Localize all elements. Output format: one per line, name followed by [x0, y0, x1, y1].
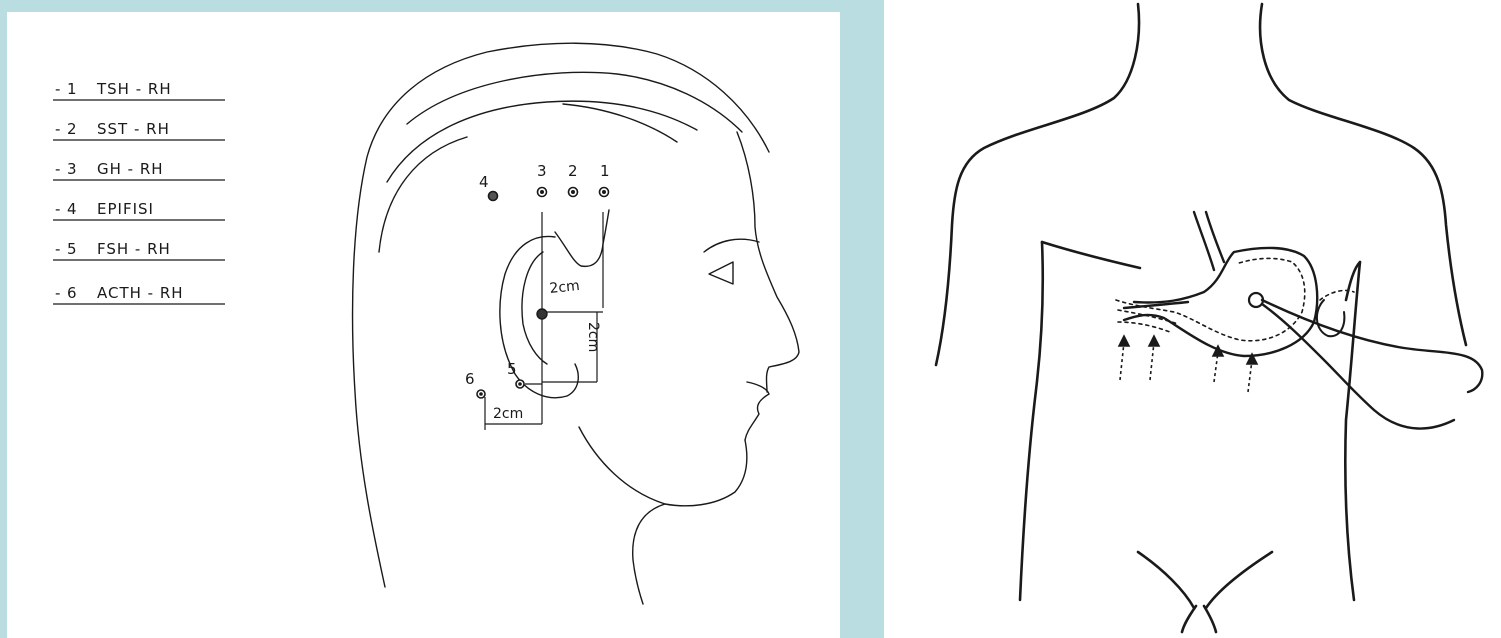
esophagus: [1194, 212, 1224, 270]
legend-number: 4: [67, 200, 78, 218]
legend-label: FSH - RH: [97, 240, 171, 258]
point-center-ear: [537, 309, 547, 319]
hair-strand: [563, 104, 677, 142]
eyebrow: [704, 239, 759, 252]
legend-dash: -: [55, 120, 61, 138]
point-2: 2: [568, 162, 578, 197]
head-diagram-panel: - 1 TSH - RH - 2 SST - RH - 3 GH - RH - …: [7, 12, 840, 638]
probe-cable-1: [1262, 304, 1454, 429]
hair-strand: [379, 137, 467, 252]
ear-inner: [522, 252, 547, 364]
point-6: 6: [465, 370, 485, 398]
legend: - 1 TSH - RH - 2 SST - RH - 3 GH - RH - …: [53, 80, 225, 304]
head-outline: [353, 43, 799, 604]
lips: [745, 382, 769, 440]
legend-dash: -: [55, 200, 61, 218]
legend-item-5: - 5 FSH - RH: [53, 240, 225, 260]
dimension-label-lower: 2cm: [493, 406, 523, 422]
point-number: 4: [479, 173, 489, 191]
sideburn: [555, 210, 609, 266]
arrow: [1149, 336, 1159, 380]
torso-outline: [936, 4, 1466, 632]
legend-label: SST - RH: [97, 120, 170, 138]
dimension-label-upper: 2cm: [549, 278, 581, 297]
right-side: [1345, 262, 1360, 600]
legend-dash: -: [55, 240, 61, 258]
pubic-lines: [1182, 606, 1216, 632]
point-center: [602, 190, 606, 194]
chin-neck: [633, 440, 747, 604]
face-profile: [737, 132, 799, 392]
point-number: 1: [600, 162, 610, 180]
point-4: 4: [479, 173, 498, 201]
legend-number: 3: [67, 160, 78, 178]
head-back-line: [353, 43, 769, 587]
jaw-line: [579, 427, 665, 504]
legend-label: EPIFISI: [97, 200, 154, 218]
legend-label: GH - RH: [97, 160, 164, 178]
point-1: 1: [600, 162, 610, 197]
point-center: [571, 190, 575, 194]
legend-label: ACTH - RH: [97, 284, 184, 302]
legend-dash: -: [55, 80, 61, 98]
arrow: [1213, 346, 1223, 382]
stomach-inner-dashed: [1116, 258, 1305, 340]
legend-number: 1: [67, 80, 78, 98]
dashed-lines: [1118, 310, 1178, 332]
point-center: [518, 382, 522, 386]
dimension-label-vertical: 2cm: [585, 322, 601, 352]
measurement-lines: [485, 212, 603, 430]
legend-label: TSH - RH: [96, 80, 172, 98]
point-number: 3: [537, 162, 547, 180]
point-marker: [537, 309, 547, 319]
legend-item-4: - 4 EPIFISI: [53, 200, 225, 220]
arrow: [1247, 354, 1257, 392]
legend-number: 5: [67, 240, 78, 258]
eye: [709, 262, 733, 284]
arrow: [1119, 336, 1129, 380]
point-center: [479, 392, 483, 396]
probe: [1249, 293, 1482, 429]
right-shoulder: [1260, 4, 1466, 345]
legend-item-6: - 6 ACTH - RH: [53, 284, 225, 304]
point-3: 3: [537, 162, 547, 197]
legend-dash: -: [55, 284, 61, 302]
legend-number: 6: [67, 284, 78, 302]
legend-item-1: - 1 TSH - RH: [53, 80, 225, 100]
legend-number: 2: [67, 120, 78, 138]
legend-item-3: - 3 GH - RH: [53, 160, 225, 180]
torso-diagram: [884, 0, 1501, 638]
legend-item-2: - 2 SST - RH: [53, 120, 225, 140]
pelvis-left: [1138, 552, 1194, 608]
torso-diagram-panel: [884, 0, 1501, 638]
left-shoulder: [936, 4, 1139, 365]
point-center: [540, 190, 544, 194]
point-5: 5: [507, 360, 524, 388]
head-diagram: - 1 TSH - RH - 2 SST - RH - 3 GH - RH - …: [7, 12, 840, 638]
point-number: 5: [507, 360, 517, 378]
stomach: [1116, 212, 1354, 356]
point-number: 2: [568, 162, 578, 180]
pressure-arrows: [1119, 336, 1257, 392]
legend-dash: -: [55, 160, 61, 178]
left-chest-line: [1042, 242, 1140, 268]
acupoints: 1 2 3 4 5: [465, 162, 610, 398]
left-side: [1020, 242, 1043, 600]
point-number: 6: [465, 370, 475, 388]
pelvis-right: [1206, 552, 1272, 608]
point-marker: [489, 192, 498, 201]
probe-cable-2: [1262, 300, 1482, 392]
